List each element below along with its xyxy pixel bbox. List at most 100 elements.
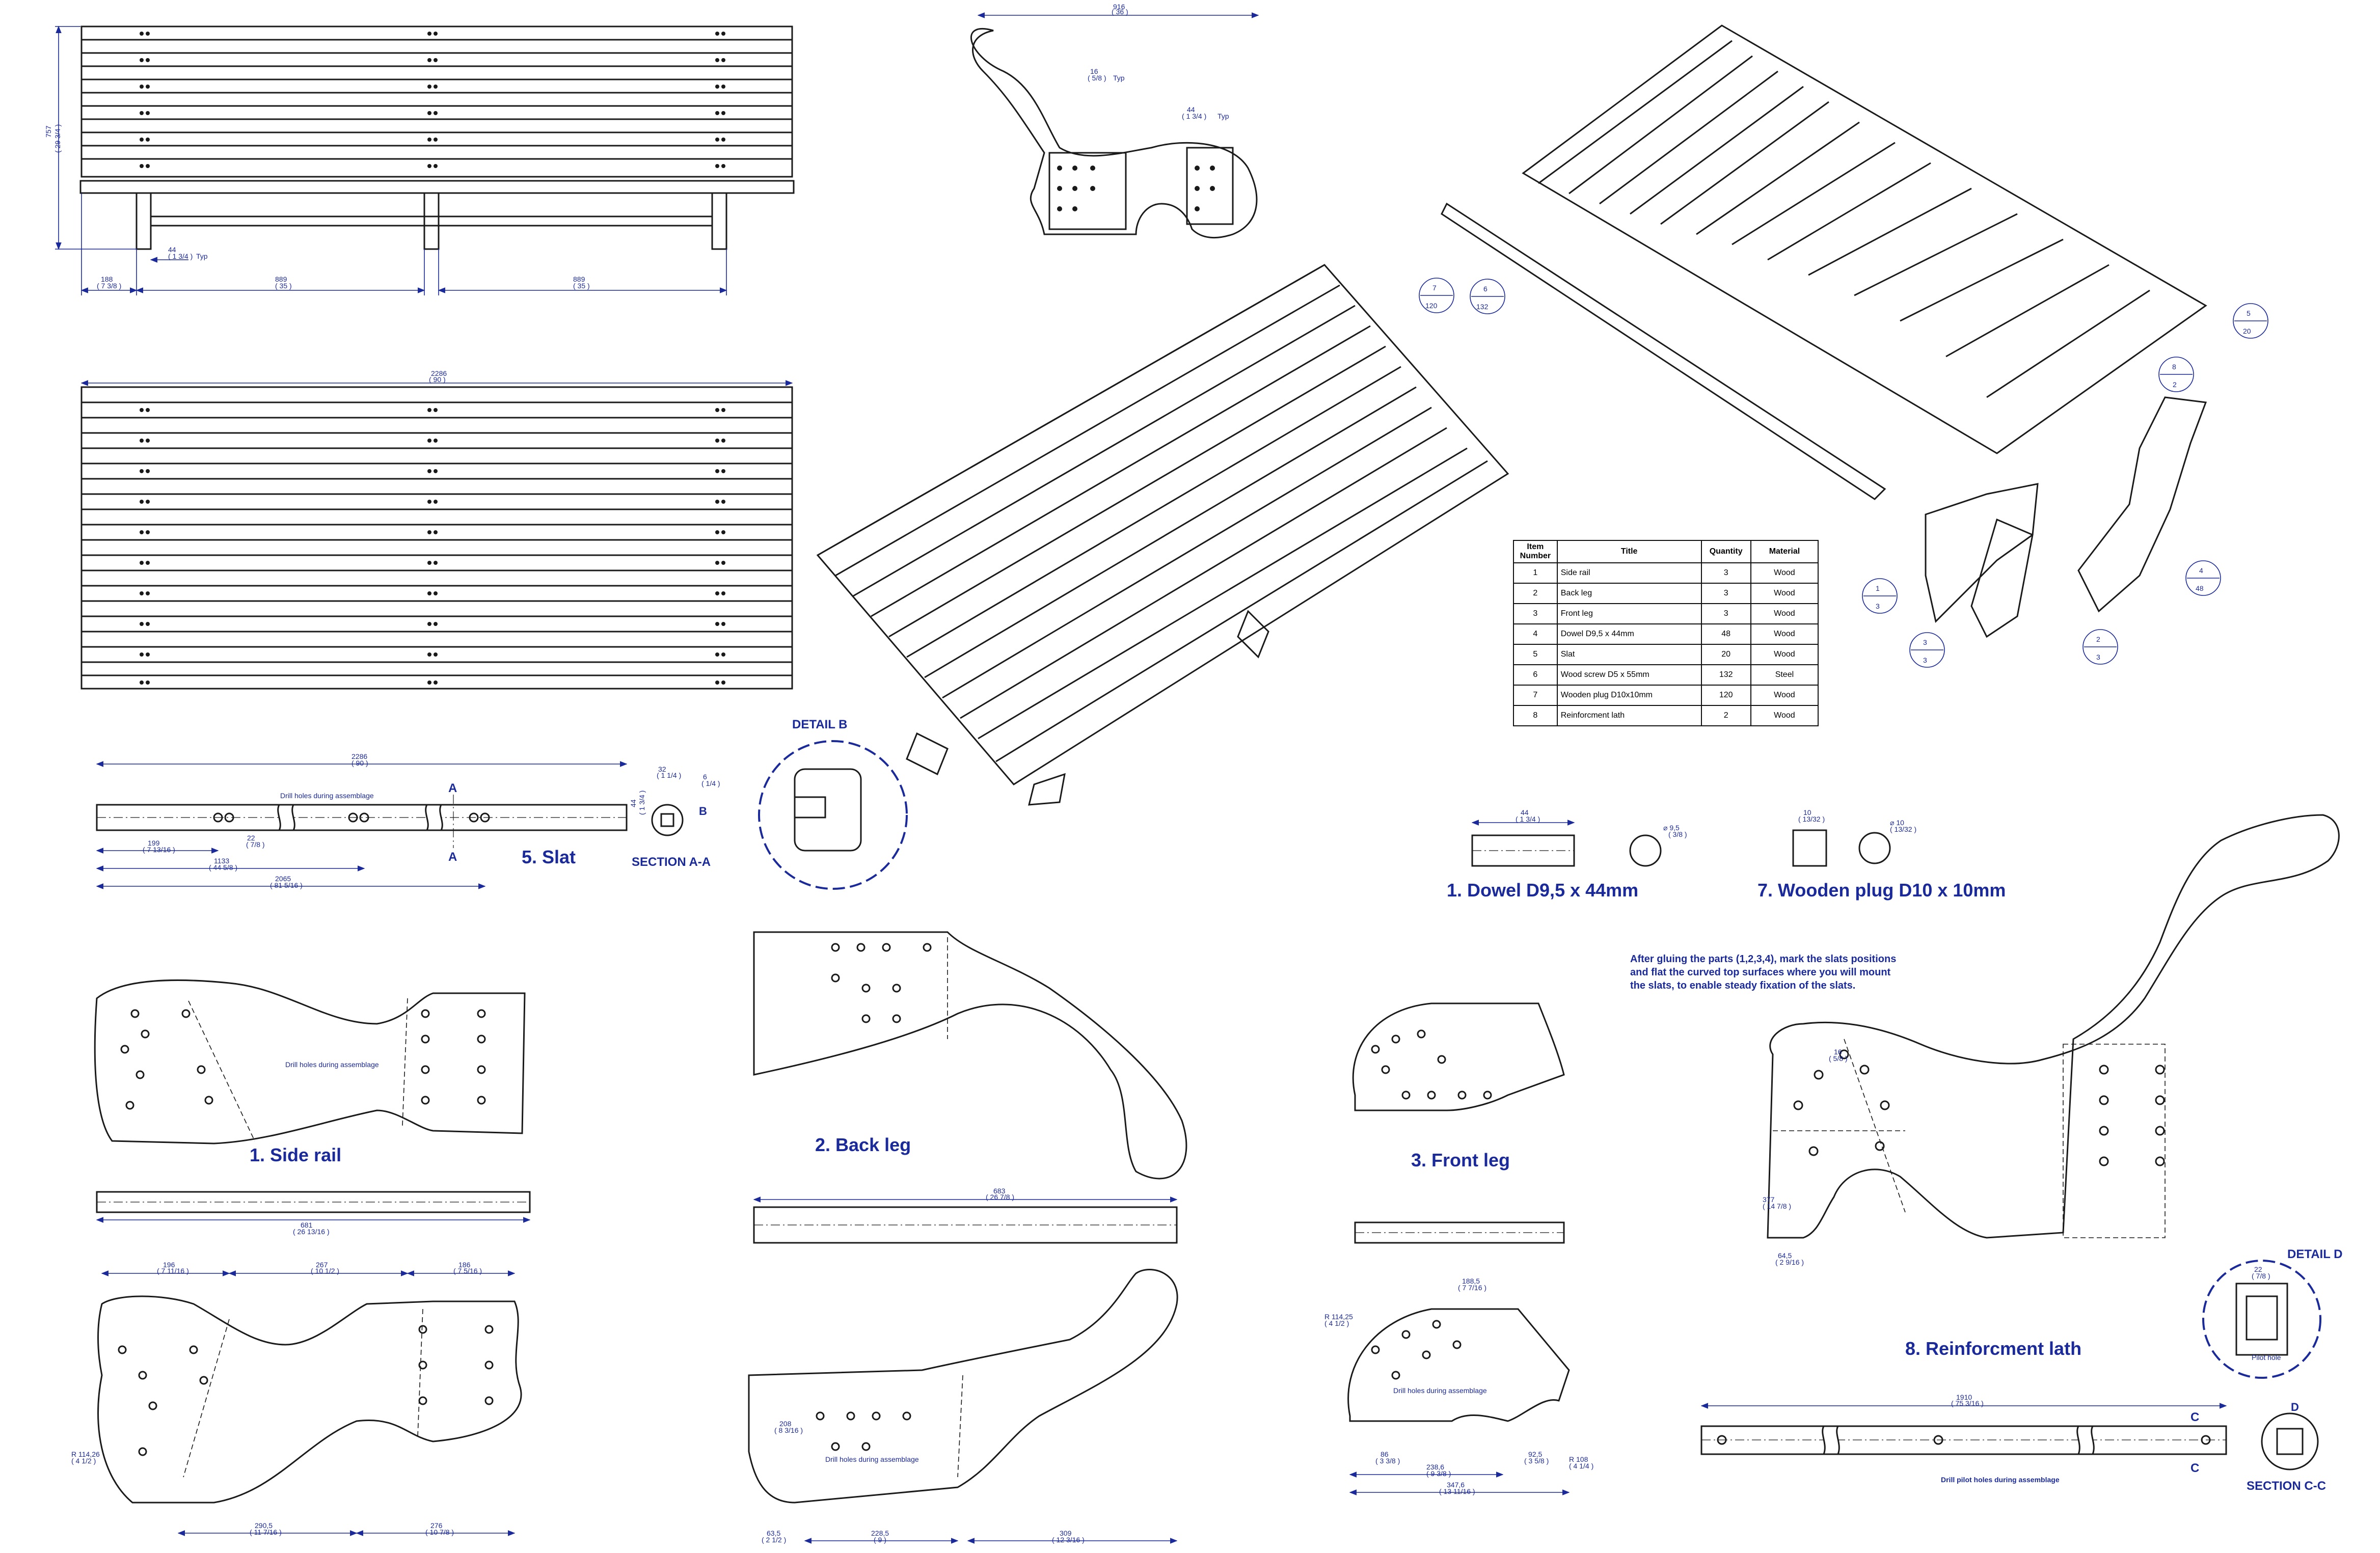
dim-front-leg-188-in: ( 7 7/16 ) bbox=[1458, 1284, 1486, 1292]
front-leg-outline bbox=[1352, 1002, 1565, 1111]
dim-dowel-len-in: ( 1 3/4 ) bbox=[1516, 815, 1540, 823]
front-view-seat-slat bbox=[79, 180, 795, 194]
section-d-mark: D bbox=[2291, 1401, 2299, 1413]
table-cell: 4 bbox=[1513, 623, 1558, 645]
front-view-leg-left bbox=[136, 192, 152, 250]
iso-assembly-leg-3 bbox=[1237, 610, 1269, 659]
dim-back-228: 228,5 bbox=[871, 1529, 889, 1537]
dim-back-309-in: ( 12 3/16 ) bbox=[1052, 1536, 1085, 1544]
leg-frame-holes bbox=[1793, 1049, 2165, 1166]
top-view-slats bbox=[82, 401, 792, 676]
back-leg-outline bbox=[753, 931, 1187, 1180]
balloon-3[interactable]: 3 3 bbox=[1909, 632, 1945, 668]
front-view-leg-middle bbox=[423, 192, 440, 250]
side-rail-drawing: Drill holes during assemblage 1. Side ra… bbox=[94, 979, 526, 1165]
table-cell: 3 bbox=[1700, 583, 1751, 604]
section-aa: 32 ( 1 1/4 ) 6 ( 1/4 ) B SECTION A-A bbox=[632, 765, 720, 869]
front-view-slats bbox=[82, 39, 792, 160]
balloon-8-qty: 2 bbox=[2173, 380, 2177, 389]
balloon-2-item: 2 bbox=[2096, 635, 2100, 643]
front-leg-drawing: 3. Front leg bbox=[1352, 1002, 1565, 1170]
table-header-material: Material bbox=[1750, 540, 1819, 563]
dim-slat-w-in: ( 1 3/4 ) bbox=[638, 791, 646, 815]
section-mark-a-bottom: A bbox=[448, 850, 457, 864]
table-cell: 2 bbox=[1513, 583, 1558, 604]
balloon-6[interactable]: 6 132 bbox=[1470, 279, 1505, 314]
dim-slat-w: 44 bbox=[629, 799, 637, 807]
back-leg-detail-outline bbox=[748, 1269, 1178, 1504]
dim-front-leg-347-in: ( 13 11/16 ) bbox=[1439, 1487, 1475, 1495]
leg-frame-back-leg bbox=[2063, 1044, 2166, 1238]
top-view-outline bbox=[80, 386, 793, 690]
iso-assembly-slats bbox=[817, 264, 1488, 762]
side-rail-detail-outline bbox=[97, 1295, 522, 1504]
balloon-8[interactable]: 8 2 bbox=[2158, 357, 2194, 392]
balloon-4[interactable]: 4 48 bbox=[2185, 560, 2221, 596]
table-cell: Back leg bbox=[1556, 583, 1702, 604]
dim-slat-22: 22 bbox=[247, 834, 255, 842]
table-cell: Wood bbox=[1750, 685, 1819, 706]
table-cell: Wood bbox=[1750, 705, 1819, 726]
exploded-slats bbox=[1538, 40, 2150, 398]
dim-front-leg-w: 44 bbox=[168, 246, 176, 254]
dim-rail-186: 186 bbox=[458, 1261, 471, 1269]
side-rail-outline bbox=[94, 979, 526, 1145]
front-view-backrest bbox=[80, 25, 793, 178]
dim-section-6-in: ( 1/4 ) bbox=[701, 779, 720, 787]
detail-b-title: DETAIL B bbox=[792, 718, 847, 731]
dim-slat-1133: 1133 bbox=[214, 857, 229, 865]
slat-drawing: Drill holes during assemblage 2286 ( 90 … bbox=[96, 752, 646, 889]
balloon-7[interactable]: 7 120 bbox=[1419, 278, 1454, 313]
plug-drawing: 10 ( 13/32 ) ⌀ 10 ( 13/32 ) 7. Wooden pl… bbox=[1757, 808, 2006, 901]
dim-back-208: 208 bbox=[779, 1420, 792, 1428]
detail-d: DETAIL D Pilot hole 22 ( 7/8 ) bbox=[2202, 1247, 2342, 1379]
table-cell: Wood bbox=[1750, 583, 1819, 604]
dim-side-gap-in: ( 5/8 ) bbox=[1088, 74, 1106, 82]
front-view-reinforcement-lath bbox=[150, 215, 713, 227]
dim-lath-377-in: ( 14 7/8 ) bbox=[1763, 1202, 1791, 1210]
dim-side-gap: 16 bbox=[1090, 67, 1098, 75]
table-cell: 5 bbox=[1513, 644, 1558, 665]
dim-rail-196: 196 bbox=[163, 1261, 175, 1269]
back-leg-note: Drill holes during assemblage bbox=[825, 1455, 919, 1463]
front-leg-detail-outline bbox=[1347, 1308, 1570, 1422]
balloon-7-qty: 120 bbox=[1425, 302, 1438, 310]
front-view-screw-holes bbox=[140, 32, 725, 168]
dim-front-leg-86: 86 bbox=[1381, 1450, 1389, 1458]
dim-front-leg-w-in: ( 1 3/4 ) bbox=[168, 252, 193, 260]
dim-front-leg-86-in: ( 3 3/8 ) bbox=[1375, 1457, 1400, 1465]
dim-plug-d: ⌀ 10 bbox=[1890, 819, 1904, 827]
gluing-note-line-3: the slats, to enable steady fixation of … bbox=[1630, 980, 1856, 991]
front-view-leg-right bbox=[711, 192, 727, 250]
table-cell: Front leg bbox=[1556, 603, 1702, 624]
gluing-note-line-1: After gluing the parts (1,2,3,4), mark t… bbox=[1630, 953, 1897, 965]
section-aa-title: SECTION A-A bbox=[632, 855, 711, 869]
dim-detail-d-22: 22 bbox=[2254, 1265, 2262, 1273]
dim-lath-len: 1910 bbox=[1956, 1393, 1972, 1401]
dim-plug-len-in: ( 13/32 ) bbox=[1798, 815, 1825, 823]
dim-front-end: 188 bbox=[101, 275, 113, 283]
back-leg-drawing: 2. Back leg bbox=[753, 931, 1187, 1180]
top-view: 2286 ( 90 ) bbox=[80, 369, 793, 690]
gluing-note-line-2: and flat the curved top surfaces where y… bbox=[1630, 967, 1891, 978]
dim-back-len: 683 bbox=[993, 1187, 1006, 1195]
balloon-1[interactable]: 1 3 bbox=[1862, 578, 1898, 614]
balloon-2[interactable]: 2 3 bbox=[2082, 629, 2118, 665]
table-cell: 6 bbox=[1513, 664, 1558, 686]
iso-assembly-outline bbox=[816, 264, 1509, 785]
dim-lath-377: 377 bbox=[1763, 1195, 1775, 1204]
dim-front-height: 757 bbox=[44, 125, 52, 138]
table-cell: 2 bbox=[1700, 705, 1751, 726]
dim-front-span-2-in: ( 35 ) bbox=[573, 282, 590, 290]
dim-rail-267-in: ( 10 1/2 ) bbox=[311, 1267, 339, 1275]
balloon-5[interactable]: 5 20 bbox=[2233, 303, 2268, 339]
side-view-holes bbox=[1057, 166, 1215, 211]
front-view: 757 ( 29 3/4 ) 188 ( 7 3/8 ) 889 ( 35 ) … bbox=[44, 25, 795, 295]
dim-lath-64-in: ( 2 9/16 ) bbox=[1775, 1258, 1804, 1266]
typ-label-side: Typ bbox=[1113, 74, 1125, 82]
balloon-2-qty: 3 bbox=[2096, 653, 2100, 661]
plug-end bbox=[1858, 832, 1891, 864]
